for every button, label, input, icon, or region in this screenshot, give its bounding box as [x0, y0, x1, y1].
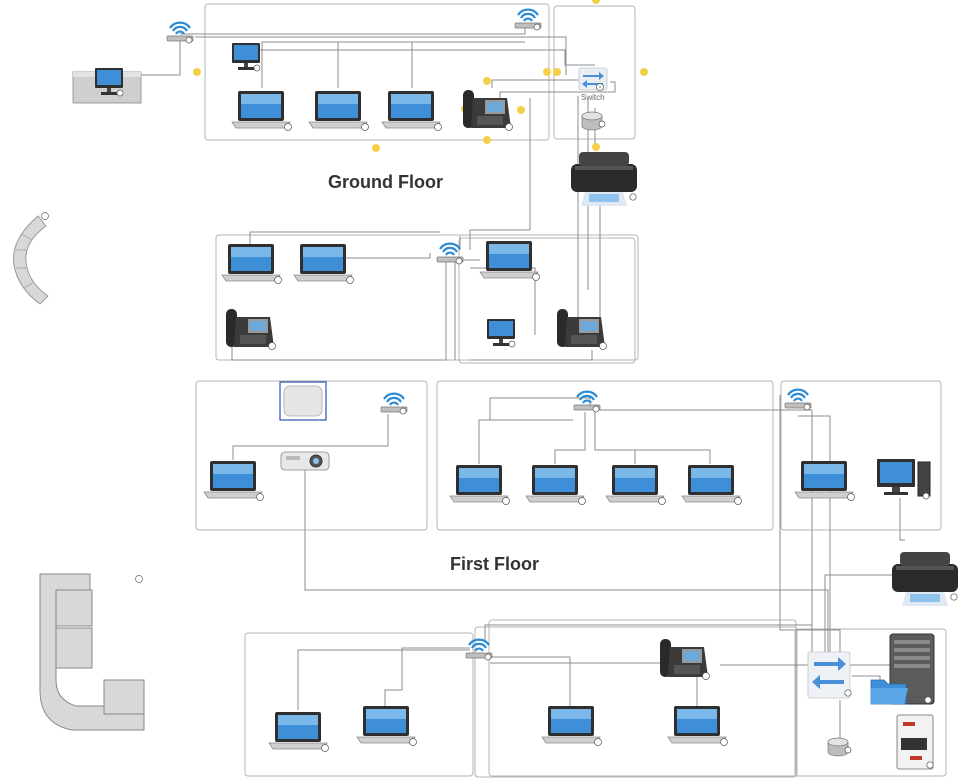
hub-icon[interactable]: [581, 111, 606, 131]
ip-phone-icon[interactable]: [659, 638, 710, 680]
ip-phone-icon[interactable]: [462, 89, 513, 131]
ups-icon[interactable]: [896, 714, 934, 770]
room-first-meeting: [195, 380, 428, 531]
room-first-corner: [780, 380, 942, 531]
laptop-icon[interactable]: [203, 460, 264, 501]
laptop-icon[interactable]: [794, 460, 855, 501]
network-switch-icon[interactable]: Switch: [578, 67, 608, 102]
laptop-icon[interactable]: [308, 90, 369, 131]
room-first-server: [794, 628, 947, 777]
wifi-router-icon[interactable]: [783, 388, 813, 412]
laptop-icon[interactable]: [293, 243, 354, 284]
room-ground-lower-inner: [458, 237, 636, 364]
laptop-icon[interactable]: [541, 705, 602, 746]
desktop-monitor-icon[interactable]: [486, 318, 516, 348]
display-screen[interactable]: [279, 381, 327, 421]
wifi-router-icon[interactable]: [165, 21, 195, 45]
laptop-icon[interactable]: [605, 464, 666, 505]
ip-phone-icon[interactable]: [225, 308, 276, 350]
room-first-office: [436, 380, 774, 531]
folder-icon[interactable]: [870, 679, 908, 705]
sofa-icon: [13, 212, 49, 305]
network-cables: [140, 24, 905, 740]
wifi-router-icon[interactable]: [572, 390, 602, 414]
room-first-lower-outer: [474, 626, 798, 778]
laptop-icon[interactable]: [667, 705, 728, 746]
device-desktop-cabinet[interactable]: [72, 67, 142, 104]
laptop-icon[interactable]: [268, 711, 329, 752]
laptop-icon[interactable]: [231, 90, 292, 131]
laptop-icon[interactable]: [221, 243, 282, 284]
laptop-icon[interactable]: [381, 90, 442, 131]
ip-phone-icon[interactable]: [556, 308, 607, 350]
laptop-icon[interactable]: [525, 464, 586, 505]
wifi-router-icon[interactable]: [513, 8, 543, 32]
laptop-icon[interactable]: [356, 705, 417, 746]
desktop-monitor-icon[interactable]: [231, 42, 261, 72]
room-first-lower-left: [244, 632, 474, 777]
projector-icon[interactable]: [280, 451, 330, 471]
wifi-router-icon[interactable]: [379, 392, 409, 416]
network-switch-icon[interactable]: [807, 651, 852, 699]
laptop-icon[interactable]: [449, 464, 510, 505]
hub-icon[interactable]: [827, 737, 852, 757]
room-first-lower-mid: [488, 619, 797, 777]
switch-label: Switch: [581, 93, 605, 102]
laptop-icon[interactable]: [479, 240, 540, 281]
first-floor-label: First Floor: [450, 554, 539, 574]
sofa-icon: [39, 573, 145, 731]
desktop-computer-icon[interactable]: [877, 459, 931, 500]
room-boundaries: [195, 3, 947, 778]
printer-icon[interactable]: [570, 151, 638, 207]
printer-icon[interactable]: [891, 551, 959, 607]
ground-floor-label: Ground Floor: [328, 172, 443, 192]
laptop-icon[interactable]: [681, 464, 742, 505]
